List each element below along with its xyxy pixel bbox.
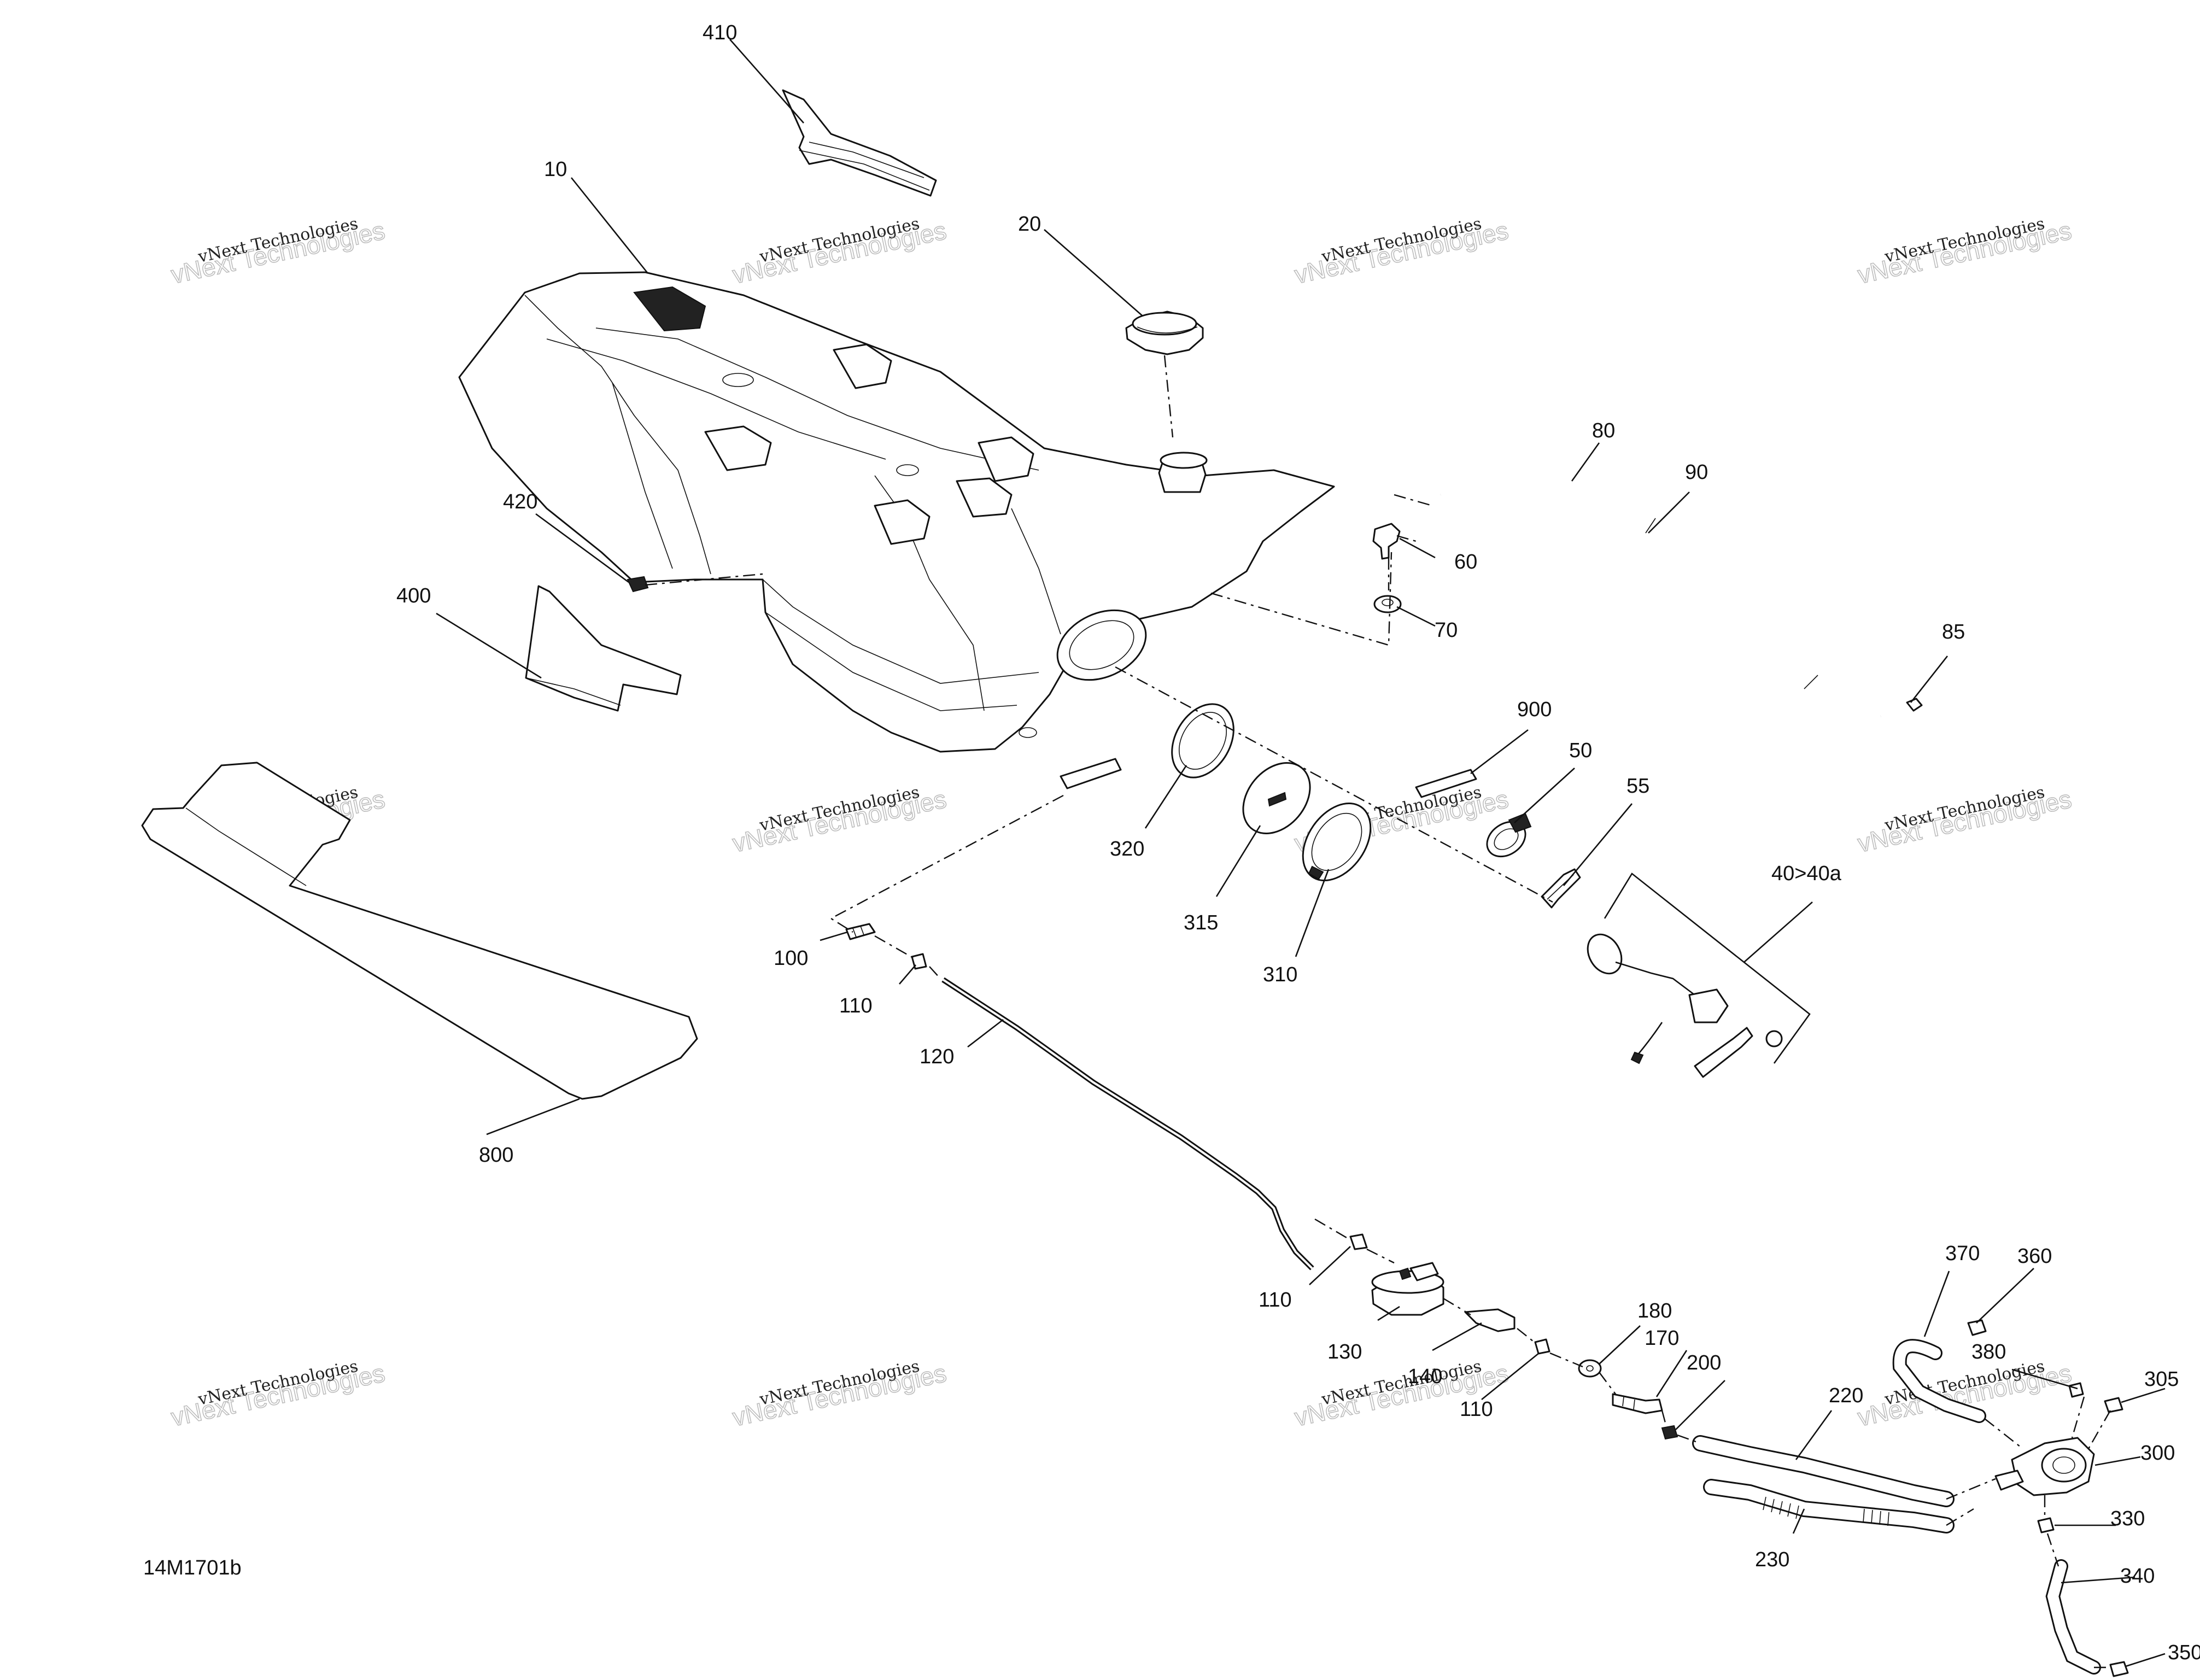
part-110-clip-b [1349, 1233, 1368, 1250]
part-800-mat [141, 762, 698, 1100]
callout-230: 230 [1755, 1548, 1789, 1571]
part-20-fuel-cap [1125, 311, 1204, 355]
callout-420: 420 [503, 490, 537, 513]
part-pad [1060, 758, 1122, 789]
callout-55: 55 [1626, 775, 1649, 798]
callout-10: 10 [544, 158, 567, 181]
callout-85: 85 [1942, 621, 1965, 643]
callout-380: 380 [1971, 1341, 2006, 1363]
part-200-clamp [1661, 1425, 1678, 1440]
callout-320: 320 [1110, 838, 1144, 861]
callout-50: 50 [1569, 739, 1592, 762]
callout-90: 90 [1685, 461, 1708, 484]
part-220-hose [1692, 1435, 1955, 1507]
part-120-fuel-line [941, 977, 1314, 1271]
callout-100: 100 [774, 947, 808, 970]
part-300-fuel-pump [1994, 1437, 2095, 1496]
callout-330: 330 [2110, 1507, 2145, 1530]
part-70-grommet [1373, 595, 1402, 613]
leader-lines [436, 39, 2166, 1667]
part-380-clamp [2068, 1382, 2084, 1398]
callout-110-c: 110 [1460, 1398, 1493, 1421]
callout-305: 305 [2144, 1368, 2179, 1391]
part-180-washer [1578, 1359, 1602, 1378]
diagram-code: 14M1701b [143, 1556, 242, 1579]
part-80-90-vent-hose [1440, 479, 1881, 723]
callout-350: 350 [2168, 1641, 2200, 1664]
part-170-valve [1612, 1393, 1663, 1414]
callout-800: 800 [479, 1144, 513, 1167]
part-330-clamp [2037, 1517, 2055, 1533]
part-85-cap [1906, 698, 1923, 712]
part-350-clamp [2109, 1661, 2129, 1677]
part-130-filter [1371, 1262, 1444, 1316]
callout-315: 315 [1184, 911, 1218, 934]
callout-130: 130 [1327, 1341, 1362, 1363]
part-110-clip-c [1534, 1338, 1550, 1355]
callout-300: 300 [2140, 1442, 2175, 1465]
assembly-lines [645, 355, 2111, 1669]
callout-360: 360 [2017, 1245, 2052, 1268]
callout-370: 370 [1945, 1242, 1980, 1265]
part-55-clip [1541, 868, 1581, 909]
part-420-clip [627, 576, 649, 593]
callout-410: 410 [703, 21, 737, 44]
part-320-gasket [1171, 703, 1234, 778]
part-315-plate [1242, 762, 1311, 834]
bracket-40-40a [1604, 873, 1811, 1064]
part-10-fuel-tank [458, 271, 1335, 753]
callout-labels: 410 10 20 80 90 60 70 85 420 400 900 50 … [143, 21, 2200, 1664]
part-340-hose [2045, 1559, 2101, 1675]
callout-20: 20 [1018, 213, 1041, 236]
part-400-shield [525, 585, 682, 712]
part-50-clamp [1486, 812, 1532, 858]
callout-900: 900 [1517, 698, 1552, 721]
callout-400: 400 [396, 584, 431, 607]
part-140-fitting [1464, 1308, 1516, 1332]
part-410-shield [782, 89, 937, 197]
callout-180: 180 [1637, 1299, 1672, 1322]
part-310-lock-ring [1302, 802, 1372, 882]
callout-310: 310 [1263, 963, 1297, 986]
callout-110-a: 110 [839, 994, 873, 1017]
callout-200: 200 [1687, 1351, 1721, 1374]
part-60-valve [1372, 523, 1401, 560]
callout-60: 60 [1454, 551, 1477, 573]
callout-80: 80 [1592, 419, 1615, 442]
part-230-hose [1703, 1479, 1955, 1533]
part-100-fitting [845, 923, 876, 940]
callout-170: 170 [1645, 1327, 1679, 1350]
callout-110-b: 110 [1259, 1289, 1292, 1312]
callout-220: 220 [1829, 1384, 1863, 1407]
callout-140: 140 [1408, 1365, 1442, 1388]
callout-40-40a: 40>40a [1771, 862, 1842, 885]
part-370-hose [1892, 1339, 1986, 1423]
part-40-fuel-pump [1587, 933, 1783, 1078]
part-305-screw [2104, 1397, 2123, 1413]
callout-120: 120 [920, 1045, 954, 1068]
part-900-strip [1415, 769, 1477, 798]
callout-70: 70 [1435, 619, 1458, 642]
callout-340: 340 [2120, 1565, 2155, 1588]
